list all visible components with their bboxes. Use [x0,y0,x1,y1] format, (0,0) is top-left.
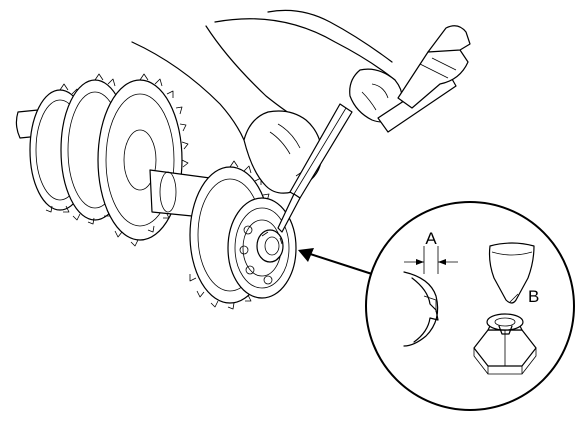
chisel [277,103,353,233]
upper-arm [214,18,396,81]
lock-nut [256,229,284,263]
detail-pointer-arrow [298,248,373,275]
hammer [377,25,471,133]
label-a: A [425,229,437,248]
chisel-tip-detail [488,242,535,304]
shaft-assembly [15,73,297,310]
dimension-a [404,246,458,274]
label-b: B [528,287,539,306]
staked-nut-detail [473,313,537,375]
lower-arm [131,41,245,141]
detail-inset: A B [365,201,575,411]
nut-profile [403,271,439,347]
hands-with-tools [131,9,471,233]
